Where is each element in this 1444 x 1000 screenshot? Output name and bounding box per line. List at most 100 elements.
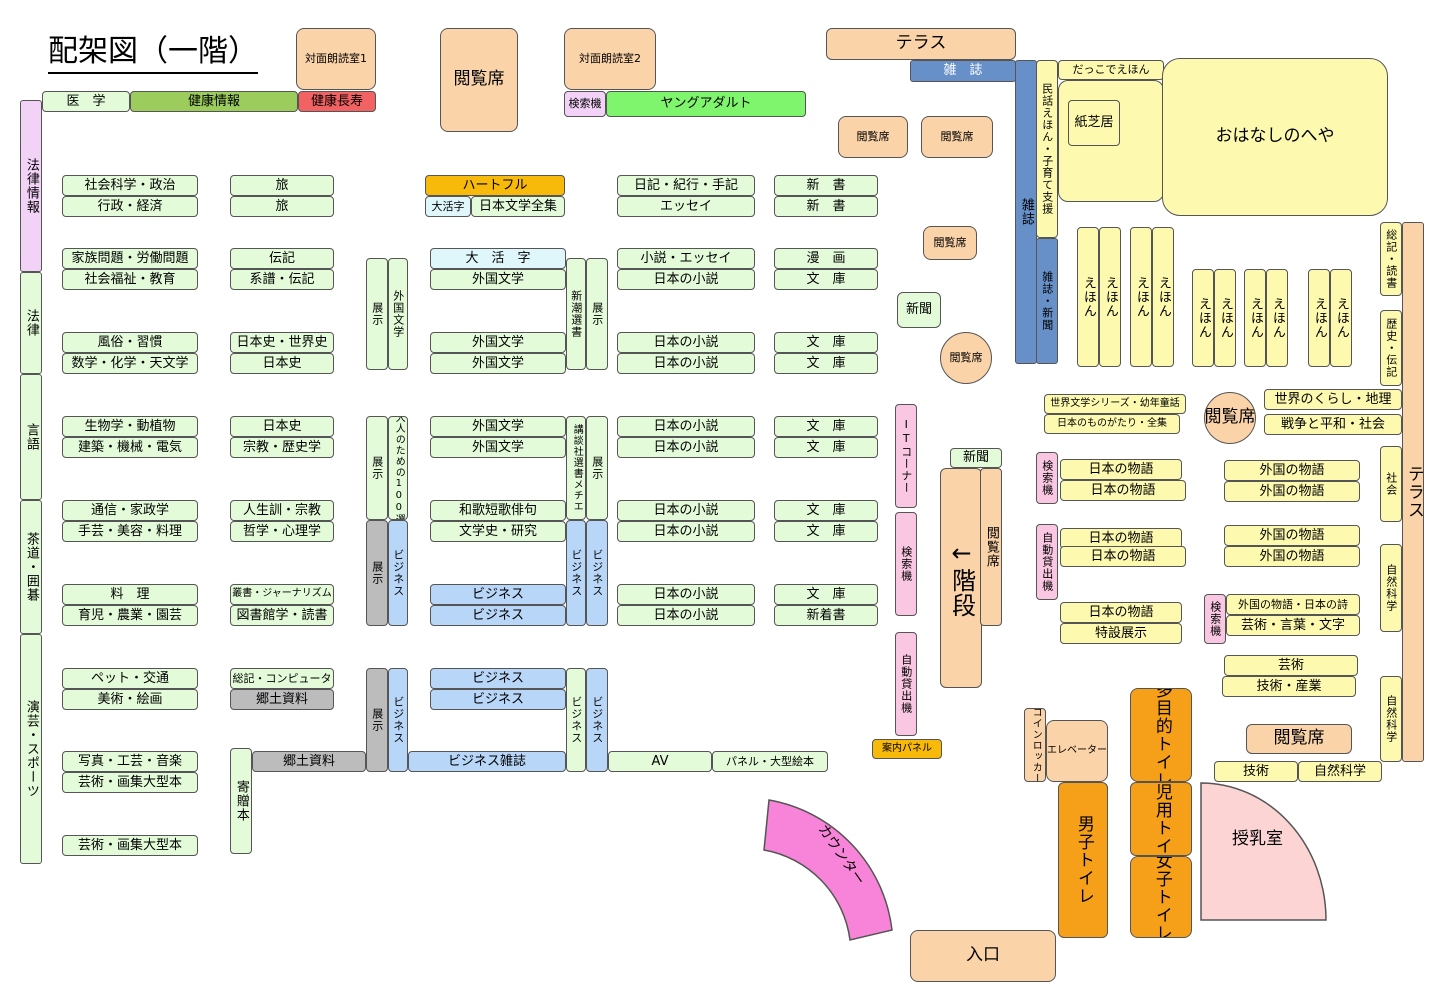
shelf-c4-7: 外国文学 [430, 416, 566, 437]
shelf-c4-15: ビジネス雑誌 [408, 751, 566, 772]
shelf-c1-5: 風俗・習慣 [62, 332, 198, 353]
display-c3-4: 展示 [366, 668, 388, 772]
shelf-zasshi-h: 雑 誌 [910, 60, 1016, 82]
auto-checkout-mid[interactable]: 自動貸出機 [895, 632, 917, 736]
shelf-c7-7: 文 庫 [774, 416, 878, 437]
shelf-c6-4: 日本の小説 [617, 269, 755, 290]
wall-gengo: 言語 [20, 374, 42, 500]
shelf-c2-12: 図書館学・読書 [230, 605, 334, 626]
auto-checkout-right[interactable]: 自動貸出機 [1036, 524, 1058, 600]
shelf-c1-13: ペット・交通 [62, 668, 198, 689]
shelf-c7-8: 文 庫 [774, 437, 878, 458]
shelf-c4-heartful: ハートフル [425, 175, 565, 196]
shelf-c2-8: 宗教・歴史学 [230, 437, 334, 458]
shelf-c2-16: 寄贈本 [230, 748, 252, 854]
room-ohanashi: おはなしのへや [1162, 58, 1388, 216]
reading-seat-right: 閲覧席 [1246, 724, 1352, 754]
wall-sado: 茶道・囲碁 [20, 500, 42, 634]
wall-horitsu-joho: 法律情報 [20, 100, 42, 272]
shelf-gaikoku-2: 外国の物語 [1224, 481, 1360, 502]
shelf-c1-6: 数学・化学・天文学 [62, 353, 198, 374]
guide-panel: 案内パネル [872, 739, 942, 759]
shelf-c1-16: 芸術・画集大型本 [62, 772, 198, 793]
wall-shizen-2: 自然科学 [1380, 676, 1402, 762]
search-terminal-top: 検索機 [564, 91, 606, 117]
shelf-c2-4: 系譜・伝記 [230, 269, 334, 290]
toilet-men: 男子トイレ [1058, 782, 1108, 938]
ehon-9: えほん [1308, 269, 1330, 367]
shelf-gijutsu: 技術 [1214, 761, 1298, 782]
shelf-c1-7: 生物学・動植物 [62, 416, 198, 437]
shelf-c7-12: 新着書 [774, 605, 878, 626]
room-taimen-1: 対面朗読室1 [296, 28, 376, 90]
shelf-geijutsu: 芸術 [1224, 655, 1358, 676]
shelf-c5-shincho: 新潮選書 [566, 258, 586, 370]
reading-seat-top: 閲覧席 [440, 28, 518, 132]
shelf-c1-1: 社会科学・政治 [62, 175, 198, 196]
shelf-c7-9: 文 庫 [774, 500, 878, 521]
shelf-minwa: 民話えほん・子育て支援 [1036, 60, 1058, 238]
ehon-2: えほん [1099, 227, 1121, 367]
shelf-c2-5: 日本史・世界史 [230, 332, 334, 353]
shelf-nihon-monogatari-zenshu: 日本のものがたり・全集 [1044, 414, 1180, 434]
shelf-nihon-4: 日本の物語 [1060, 546, 1186, 567]
stairs: ←階段 [940, 468, 982, 688]
display-c5-1: 展示 [586, 258, 608, 370]
shelf-c3-business-1: ビジネス [388, 520, 408, 626]
search-terminal-right-1[interactable]: 検索機 [1036, 452, 1058, 504]
shelf-c1-15: 写真・工芸・音楽 [62, 751, 198, 772]
entrance: 入口 [910, 930, 1056, 982]
nursing-room: 授乳室 [1232, 829, 1283, 849]
terrace-top: テラス [826, 28, 1016, 60]
shelf-kenko-joho: 健康情報 [130, 91, 298, 112]
shelf-c7-panel: パネル・大型絵本 [712, 751, 828, 772]
shelf-nihon-5: 日本の物語 [1060, 602, 1182, 623]
shelf-c1-9: 通信・家政学 [62, 500, 198, 521]
shelf-c5-business-3: ビジネス [566, 668, 586, 772]
shelf-c2-6: 日本史 [230, 353, 334, 374]
shelf-c5-business-1: ビジネス [566, 520, 586, 626]
shelf-c5-business-4: ビジネス [586, 668, 608, 772]
shelf-c6-9: 日本の小説 [617, 500, 755, 521]
shelf-gaikoku-1: 外国の物語 [1224, 460, 1360, 481]
shelf-c6-1: 日記・紀行・手記 [617, 175, 755, 196]
shelf-igaku: 医 学 [42, 91, 130, 112]
shelf-c6-11: 日本の小説 [617, 584, 755, 605]
shelf-c4-12: ビジネス [430, 605, 566, 626]
coin-locker: コインロッカー [1024, 708, 1046, 782]
page-title: 配架図（一階） [48, 26, 258, 74]
shelf-tokusetsu: 特設展示 [1060, 623, 1182, 644]
shelf-c4-6: 外国文学 [430, 353, 566, 374]
shelf-dakko: だっこでえほん [1058, 60, 1164, 80]
shelf-c1-11: 料 理 [62, 584, 198, 605]
shelf-c1-3: 家族問題・労働問題 [62, 248, 198, 269]
it-corner[interactable]: ITコーナー [895, 404, 917, 508]
shelf-c6-5: 日本の小説 [617, 332, 755, 353]
shelf-c1-4: 社会福祉・教育 [62, 269, 198, 290]
shelf-c6-6: 日本の小説 [617, 353, 755, 374]
ehon-10: えほん [1330, 269, 1352, 367]
shelf-c2-9: 人生訓・宗教 [230, 500, 334, 521]
search-terminal-right-2[interactable]: 検索機 [1204, 594, 1226, 644]
wall-soki: 総記・読書 [1380, 222, 1402, 296]
shelf-c4-14: ビジネス [430, 689, 566, 710]
shelf-sekai-kurashi: 世界のくらし・地理 [1264, 389, 1402, 410]
shelf-c4-10: 文学史・研究 [430, 521, 566, 542]
shelf-c1-10: 手芸・美容・料理 [62, 521, 198, 542]
shelf-c2-15: 郷土資料 [252, 751, 366, 772]
terrace-right: テラス [1402, 222, 1424, 762]
shelf-c2-7: 日本史 [230, 416, 334, 437]
shelf-c4-8: 外国文学 [430, 437, 566, 458]
shelf-nihon-1: 日本の物語 [1060, 459, 1182, 480]
search-terminal-mid[interactable]: 検索機 [895, 512, 917, 616]
wall-engei: 演芸・スポーツ [20, 634, 42, 864]
ehon-3: えほん [1130, 227, 1152, 367]
toilet-multi: 多目的トイレ [1130, 688, 1192, 782]
reading-seat-round-2: 閲覧席 [1204, 392, 1256, 444]
shelf-c5-business-2: ビジネス [586, 520, 608, 626]
shelf-c2-14: 郷土資料 [230, 689, 334, 710]
shelf-c2-10: 哲学・心理学 [230, 521, 334, 542]
reading-seat-stairs: 閲覧席 [980, 468, 1002, 626]
shelf-nihon-3: 日本の物語 [1060, 528, 1182, 549]
shelf-zasshi-v: 雑誌 [1015, 60, 1037, 364]
